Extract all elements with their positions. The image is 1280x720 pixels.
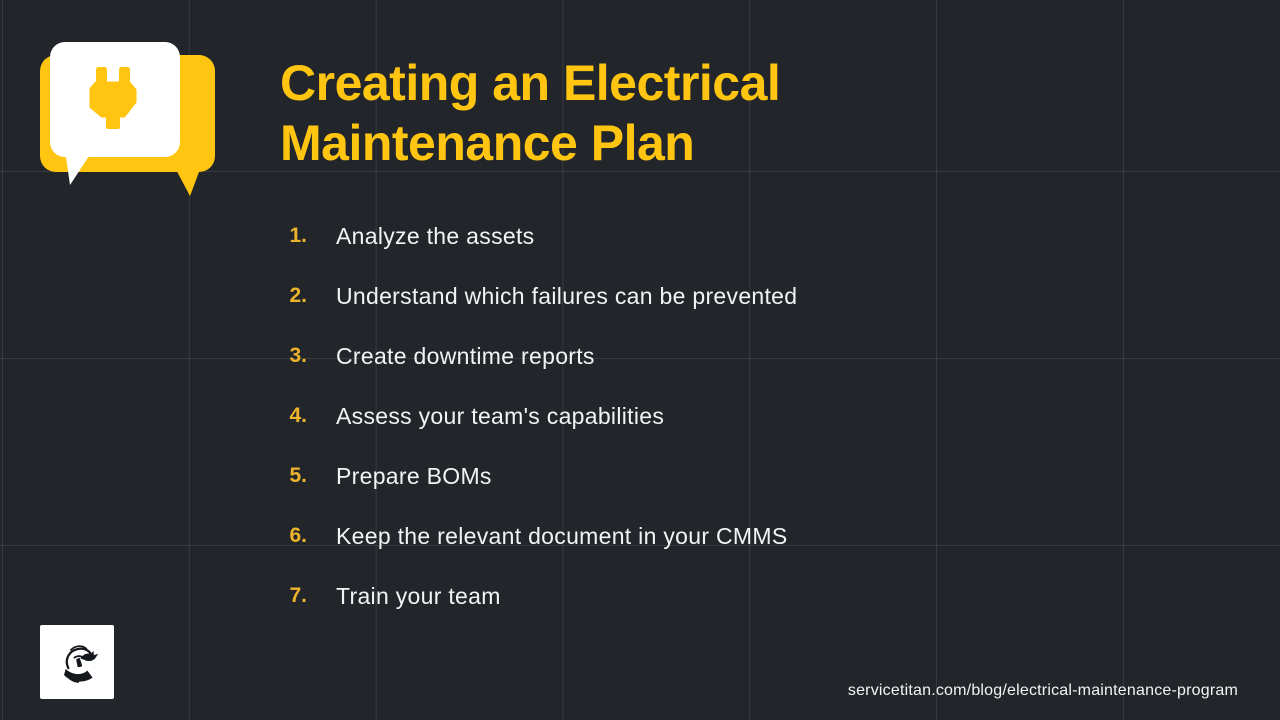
step-number: 4. [289,404,307,427]
list-item: 5. Prepare BOMs [280,446,797,506]
step-text: Keep the relevant document in your CMMS [336,522,788,549]
step-text: Analyze the assets [336,222,535,249]
step-text: Assess your team's capabilities [336,402,665,429]
step-number: 3. [289,344,307,367]
step-number: 2. [289,284,307,307]
list-item: 7. Train your team [280,566,797,626]
list-item: 2. Understand which failures can be prev… [280,266,797,326]
source-url: servicetitan.com/blog/electrical-mainten… [847,682,1238,699]
page-title-line-2: Maintenance Plan [280,115,695,171]
step-text: Train your team [336,582,501,609]
list-item: 4. Assess your team's capabilities [280,386,797,446]
list-item: 6. Keep the relevant document in your CM… [280,506,797,566]
step-number: 5. [289,464,307,487]
step-text: Prepare BOMs [336,462,492,489]
step-number: 7. [289,584,307,607]
step-number: 1. [289,224,307,247]
page-title-line-1: Creating an Electrical [280,55,781,111]
step-text: Understand which failures can be prevent… [336,282,798,309]
list-item: 3. Create downtime reports [280,326,797,386]
plug-speech-bubble-icon [40,42,215,198]
step-text: Create downtime reports [336,342,595,369]
list-item: 1. Analyze the assets [280,206,797,266]
servicetitan-mascot-logo [40,625,114,699]
power-plug-icon [89,67,137,129]
steps-list: 1. Analyze the assets 2. Understand whic… [280,206,797,626]
page-title: Creating an Electrical Maintenance Plan [280,53,781,173]
step-number: 6. [289,524,307,547]
